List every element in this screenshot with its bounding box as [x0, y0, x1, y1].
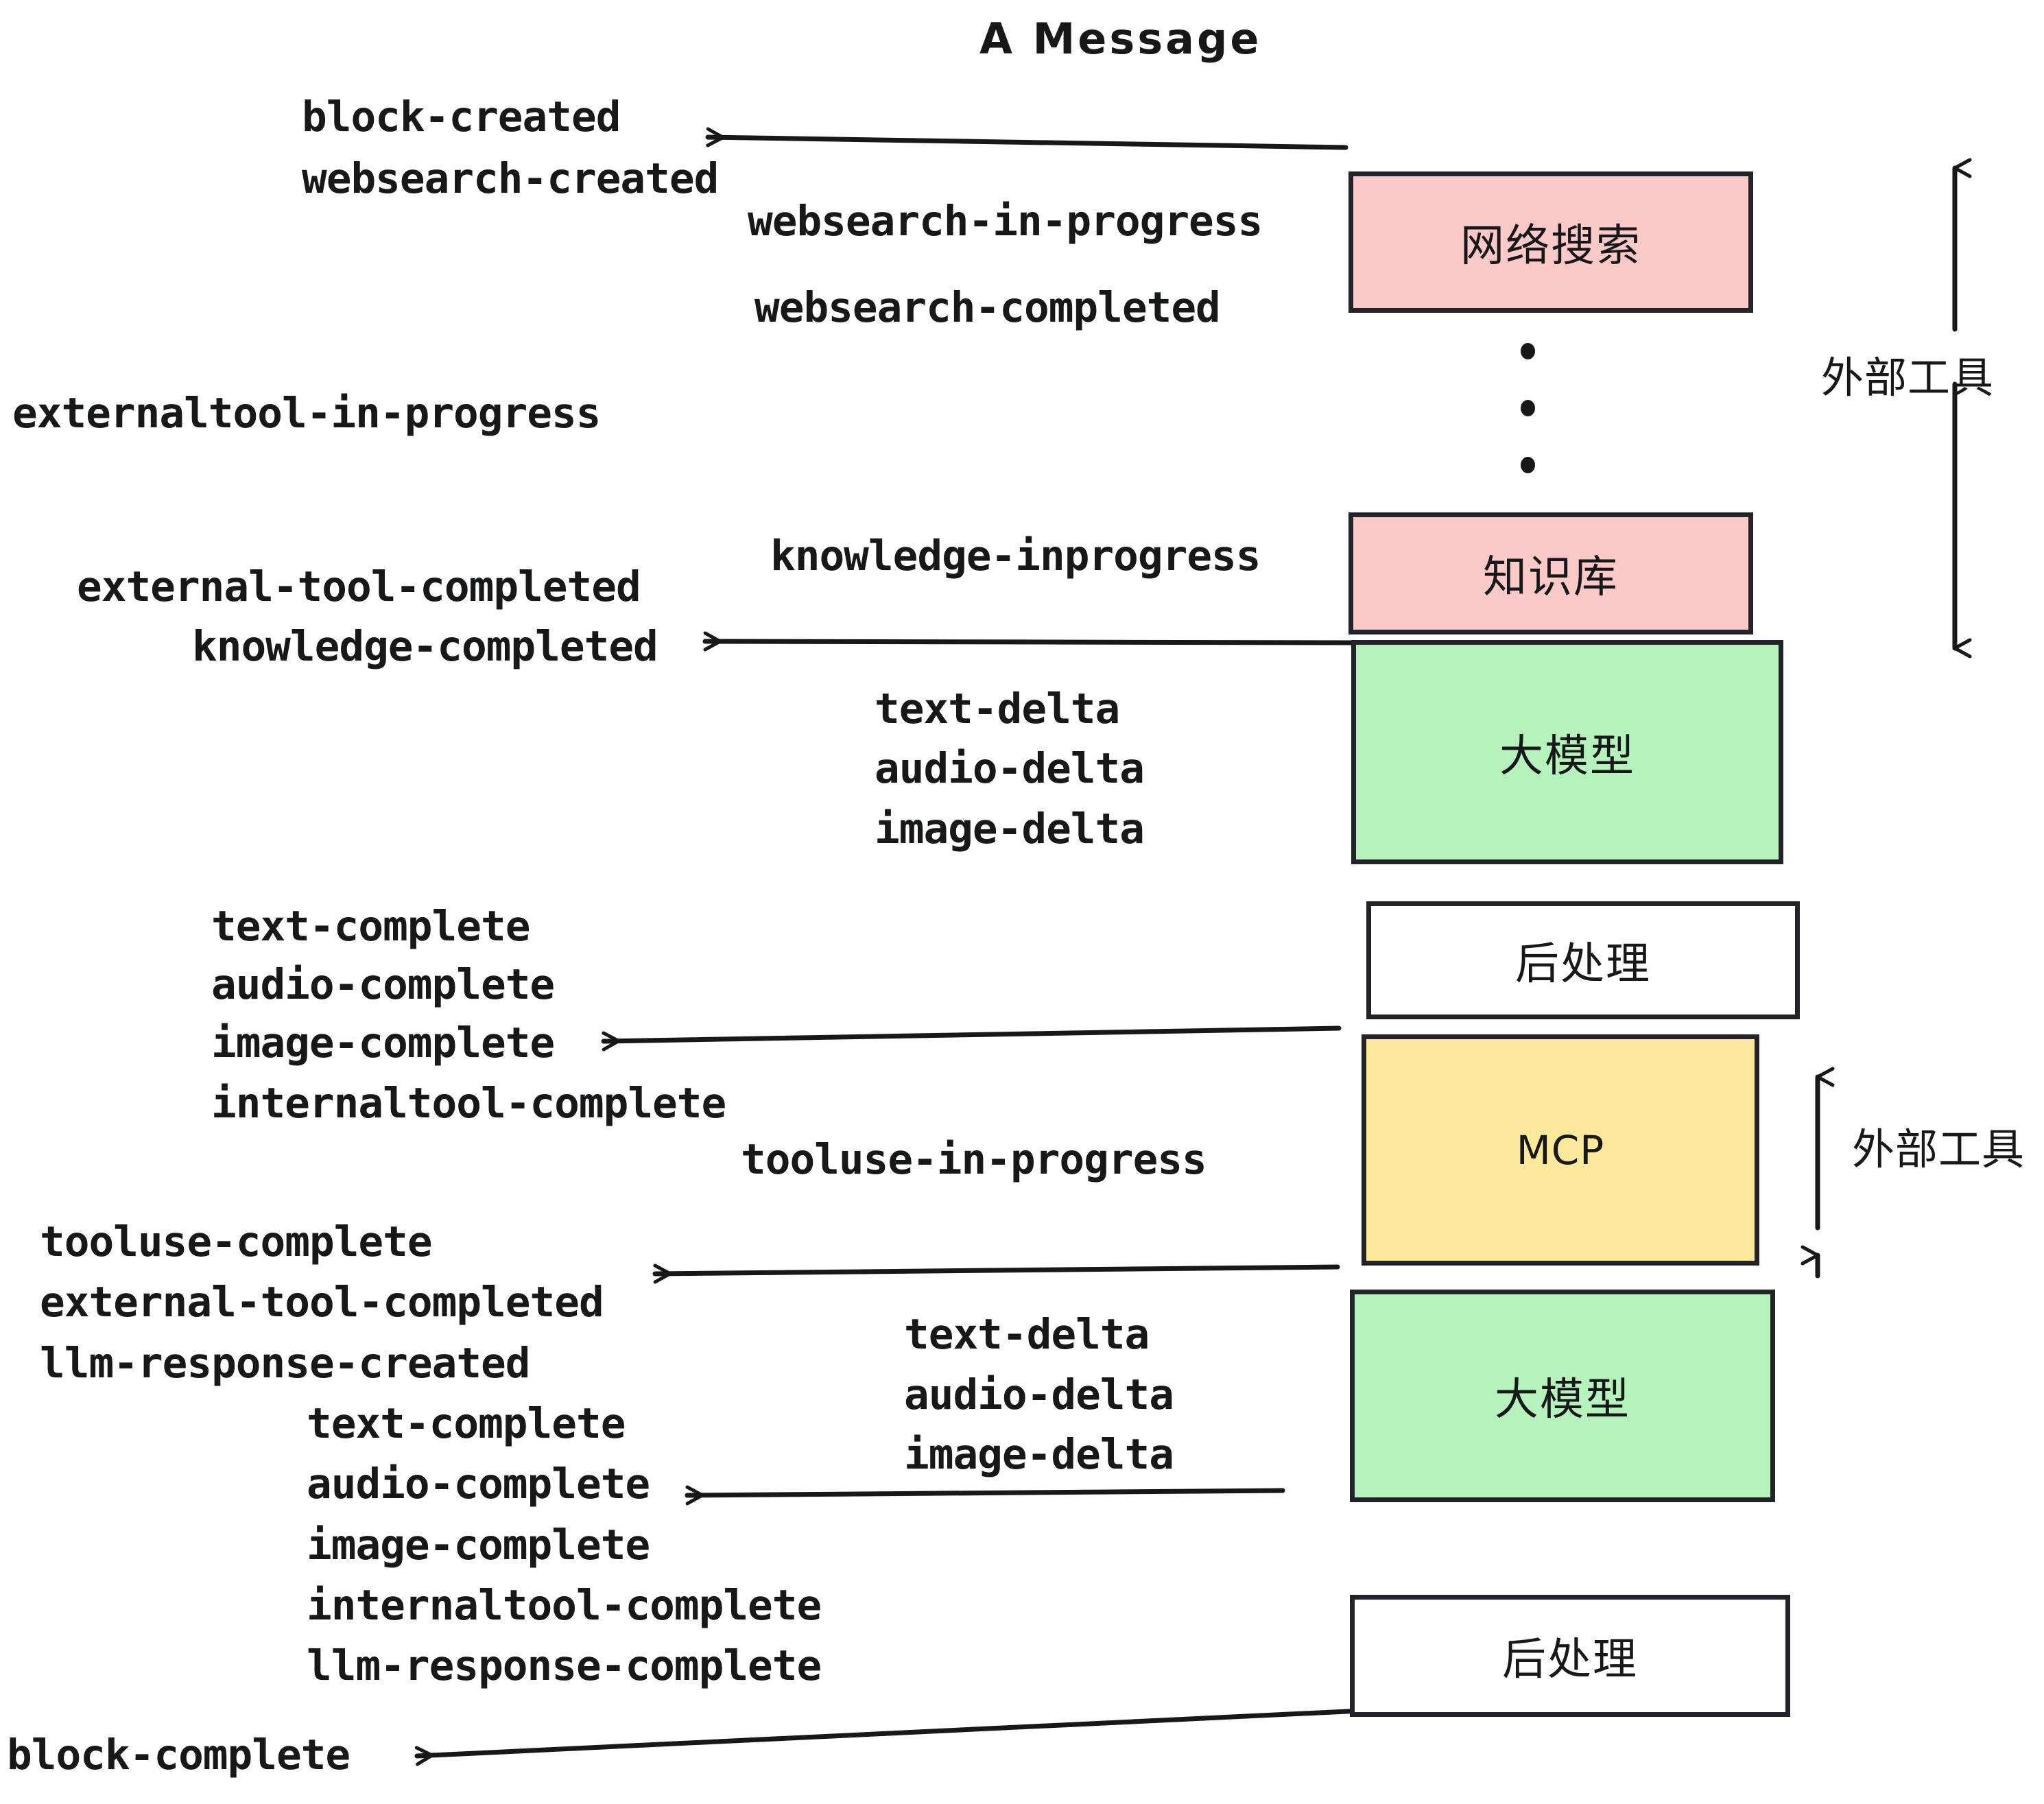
arrow-mcp-to-tooluse-complete: [652, 1263, 1340, 1284]
node-postprocess-2[interactable]: 后处理: [1350, 1595, 1790, 1717]
event-image-complete-2: image-complete: [307, 1521, 650, 1569]
event-websearch-created: websearch-created: [302, 154, 719, 203]
event-knowledge-completed: knowledge-completed: [192, 622, 658, 671]
node-postprocess-1-label: 后处理: [1515, 939, 1651, 990]
arrow-postprocess2-to-block-complete: [414, 1708, 1364, 1766]
arrow-knowledge-to-knowledge-completed: [702, 631, 1357, 652]
node-knowledge[interactable]: 知识库: [1348, 512, 1753, 634]
event-llm-response-created: llm-response-created: [40, 1339, 531, 1388]
event-text-complete-2: text-complete: [307, 1399, 626, 1448]
event-text-delta-2: text-delta: [904, 1310, 1150, 1359]
node-llm-2-label: 大模型: [1495, 1375, 1630, 1425]
event-internaltool-complete-2: internaltool-complete: [307, 1581, 822, 1630]
node-postprocess-1[interactable]: 后处理: [1366, 901, 1800, 1019]
event-externaltool-in-progress: externaltool-in-progress: [12, 389, 601, 438]
node-websearch[interactable]: 网络搜索: [1348, 171, 1753, 313]
node-mcp-label: MCP: [1516, 1126, 1605, 1174]
arrow-postprocess-to-image-complete: [601, 1025, 1342, 1052]
group-label-external-tools-top: 外部工具: [1821, 353, 1995, 403]
event-image-delta-1: image-delta: [875, 805, 1145, 853]
event-block-created: block-created: [302, 93, 621, 141]
event-audio-delta-2: audio-delta: [904, 1370, 1174, 1419]
group-label-external-tools-bottom: 外部工具: [1852, 1124, 2025, 1174]
node-knowledge-label: 知识库: [1483, 552, 1619, 603]
node-llm-1[interactable]: 大模型: [1351, 640, 1783, 864]
event-external-tool-completed-1: external-tool-completed: [77, 562, 641, 611]
event-websearch-in-progress: websearch-in-progress: [748, 197, 1263, 246]
node-llm-1-label: 大模型: [1499, 731, 1635, 782]
event-knowledge-inprogress: knowledge-inprogress: [770, 532, 1261, 580]
event-audio-complete-2: audio-complete: [307, 1460, 650, 1508]
arrow-websearch-to-block-created: [705, 127, 1348, 150]
vertical-ellipsis-icon: [1519, 343, 1536, 473]
event-audio-delta-1: audio-delta: [875, 744, 1145, 793]
event-image-complete-1: image-complete: [211, 1019, 555, 1067]
event-websearch-completed: websearch-completed: [754, 283, 1221, 332]
node-websearch-label: 网络搜索: [1460, 221, 1641, 272]
event-llm-response-complete: llm-response-complete: [307, 1641, 822, 1690]
node-postprocess-2-label: 后处理: [1502, 1635, 1638, 1685]
node-llm-2[interactable]: 大模型: [1350, 1290, 1775, 1502]
event-text-delta-1: text-delta: [875, 685, 1120, 733]
event-block-complete: block-complete: [7, 1731, 350, 1779]
event-audio-complete-1: audio-complete: [211, 960, 555, 1009]
event-image-delta-2: image-delta: [904, 1430, 1174, 1479]
event-text-complete-1: text-complete: [211, 902, 530, 951]
event-external-tool-completed-2: external-tool-completed: [40, 1278, 604, 1327]
event-internaltool-complete-1: internaltool-complete: [211, 1079, 726, 1128]
diagram-title: A Message: [979, 14, 1262, 64]
node-mcp[interactable]: MCP: [1362, 1034, 1759, 1266]
arrow-llm2-to-audio-complete: [685, 1485, 1285, 1506]
event-tooluse-complete: tooluse-complete: [40, 1218, 433, 1266]
event-tooluse-in-progress: tooluse-in-progress: [741, 1135, 1207, 1184]
